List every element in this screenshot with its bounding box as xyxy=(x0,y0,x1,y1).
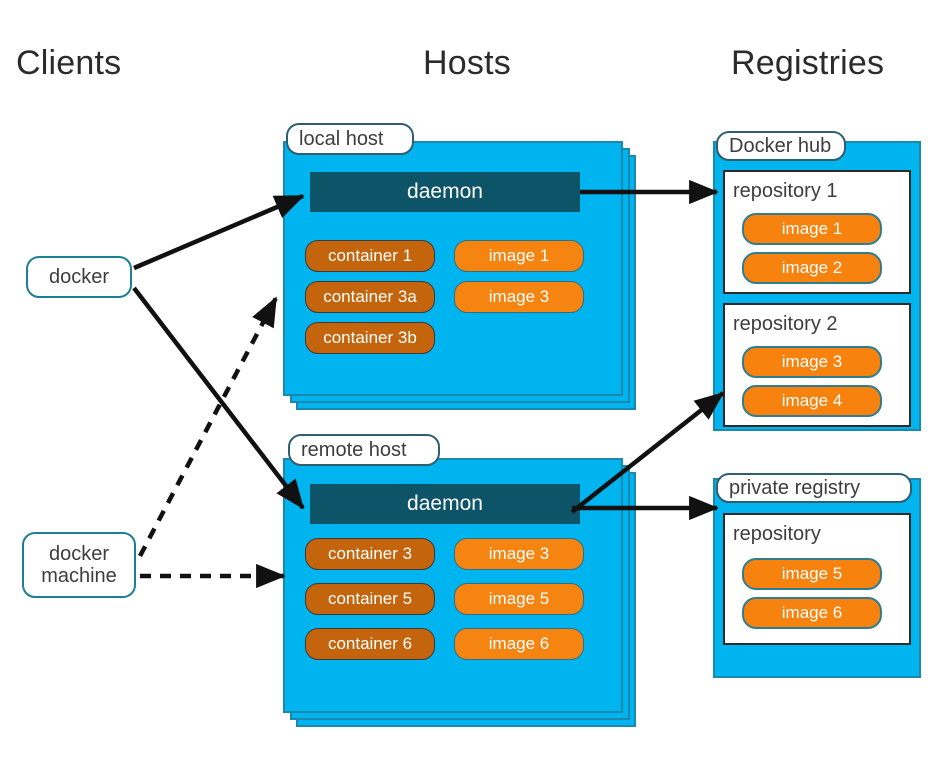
host-remote-host-container-6[interactable]: container 6 xyxy=(305,628,435,660)
repository-private-label: repository xyxy=(733,523,821,545)
pill-label: image 3 xyxy=(488,544,550,563)
repository-2-label: repository 2 xyxy=(733,313,838,335)
repository-2-image-4[interactable]: image 4 xyxy=(742,385,882,417)
pill-label: image 4 xyxy=(781,391,843,410)
pill-label: container 3 xyxy=(327,544,413,563)
pill-label: image 1 xyxy=(781,219,843,238)
client-docker-machine[interactable]: docker machine xyxy=(22,532,136,598)
host-local-host-container-1[interactable]: container 1 xyxy=(305,240,435,272)
registry-docker-hub-tab: Docker hub xyxy=(716,131,846,161)
column-heading-hosts: Hosts xyxy=(423,44,511,82)
host-remote-host-image-5[interactable]: image 5 xyxy=(454,583,584,615)
host-local-host-tab: local host xyxy=(286,123,414,155)
registry-private-registry-label: private registry xyxy=(729,476,861,499)
pill-label: image 5 xyxy=(488,589,550,608)
pill-label: image 1 xyxy=(488,246,550,265)
repository-1-image-2[interactable]: image 2 xyxy=(742,252,882,284)
pill-label: container 5 xyxy=(327,589,413,608)
repository-1-image-1[interactable]: image 1 xyxy=(742,213,882,245)
pill-label: container 6 xyxy=(327,634,413,653)
host-local-host-image-3[interactable]: image 3 xyxy=(454,281,584,313)
host-remote-host-container-5[interactable]: container 5 xyxy=(305,583,435,615)
pill-label: image 3 xyxy=(781,352,843,371)
repository-private-image-5[interactable]: image 5 xyxy=(742,558,882,590)
client-docker-machine-label-line1: docker xyxy=(48,542,110,565)
connector-docker-to-remote-daemon xyxy=(132,286,305,510)
host-remote-host-image-3[interactable]: image 3 xyxy=(454,538,584,570)
pill-label: image 6 xyxy=(781,603,843,622)
host-remote-host-container-3[interactable]: container 3 xyxy=(305,538,435,570)
connector-docker-to-local-daemon xyxy=(133,193,305,271)
client-docker[interactable]: docker xyxy=(26,256,132,298)
host-local-host-label: local host xyxy=(299,127,384,150)
registry-docker-hub-label: Docker hub xyxy=(729,134,832,157)
repository-2-image-3[interactable]: image 3 xyxy=(742,346,882,378)
host-remote-host-daemon[interactable]: daemon xyxy=(310,484,580,524)
client-docker-machine-label-line2: machine xyxy=(41,565,117,587)
pill-label: image 3 xyxy=(488,287,550,306)
repository-private-image-6[interactable]: image 6 xyxy=(742,597,882,629)
host-remote-host-daemon-label: daemon xyxy=(407,492,483,515)
connector-docker-machine-to-local-host xyxy=(138,296,278,558)
host-local-host-daemon-label: daemon xyxy=(407,180,483,203)
host-remote-host-tab: remote host xyxy=(288,434,440,466)
column-heading-clients: Clients xyxy=(16,44,122,82)
pill-label: container 1 xyxy=(327,246,413,265)
pill-label: container 3b xyxy=(323,328,417,347)
registry-private-registry-tab: private registry xyxy=(716,473,912,503)
host-remote-host-image-6[interactable]: image 6 xyxy=(454,628,584,660)
pill-label: container 3a xyxy=(323,287,417,306)
pill-label: image 2 xyxy=(781,258,843,277)
repository-1-label: repository 1 xyxy=(733,180,838,202)
host-local-host-daemon[interactable]: daemon xyxy=(310,172,580,212)
host-local-host-container-3a[interactable]: container 3a xyxy=(305,281,435,313)
host-local-host-image-1[interactable]: image 1 xyxy=(454,240,584,272)
column-heading-registries: Registries xyxy=(731,44,885,82)
host-remote-host-label: remote host xyxy=(301,438,407,461)
client-docker-label: docker xyxy=(48,265,110,288)
pill-label: image 5 xyxy=(781,564,843,583)
pill-label: image 6 xyxy=(488,634,550,653)
host-local-host-container-3b[interactable]: container 3b xyxy=(305,322,435,354)
